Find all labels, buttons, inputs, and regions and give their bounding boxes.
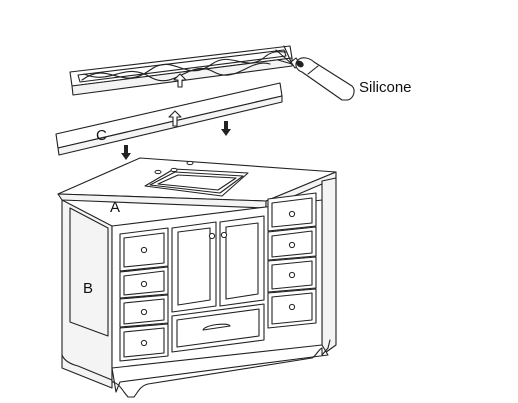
- right-drawer-stack: [267, 192, 317, 329]
- drawer-knob: [140, 308, 148, 316]
- countertop: [57, 157, 337, 209]
- center-doors: [171, 215, 265, 353]
- down-arrow-icon: [221, 121, 231, 136]
- drawer-knob: [140, 280, 148, 288]
- drawer-knob: [140, 246, 148, 254]
- drawer-knob: [288, 303, 296, 311]
- faucet-hole: [186, 160, 194, 166]
- left-drawer-stack: [119, 227, 169, 362]
- part-a-label: A: [110, 199, 120, 216]
- up-arrow-icon: [173, 73, 187, 88]
- drawer-knob: [288, 241, 296, 249]
- part-b-label: B: [83, 280, 93, 297]
- side-rail-panel: [55, 82, 283, 156]
- drawer-knob: [288, 271, 296, 279]
- part-c-label: C: [96, 127, 107, 144]
- down-arrow-icon: [121, 145, 131, 160]
- sink-basin: [144, 168, 249, 197]
- silicone-tube-icon: [275, 45, 355, 101]
- cabinet-body: [61, 177, 337, 398]
- up-arrow-icon: [168, 110, 182, 127]
- faucet-hole: [154, 169, 162, 175]
- silicone-label: Silicone: [359, 79, 412, 96]
- drawer-knob: [140, 339, 148, 347]
- drawer-knob: [288, 210, 296, 218]
- door-knob: [220, 231, 228, 239]
- drawer-pull: [202, 323, 231, 331]
- faucet-hole: [170, 167, 178, 173]
- door-knob: [208, 232, 216, 240]
